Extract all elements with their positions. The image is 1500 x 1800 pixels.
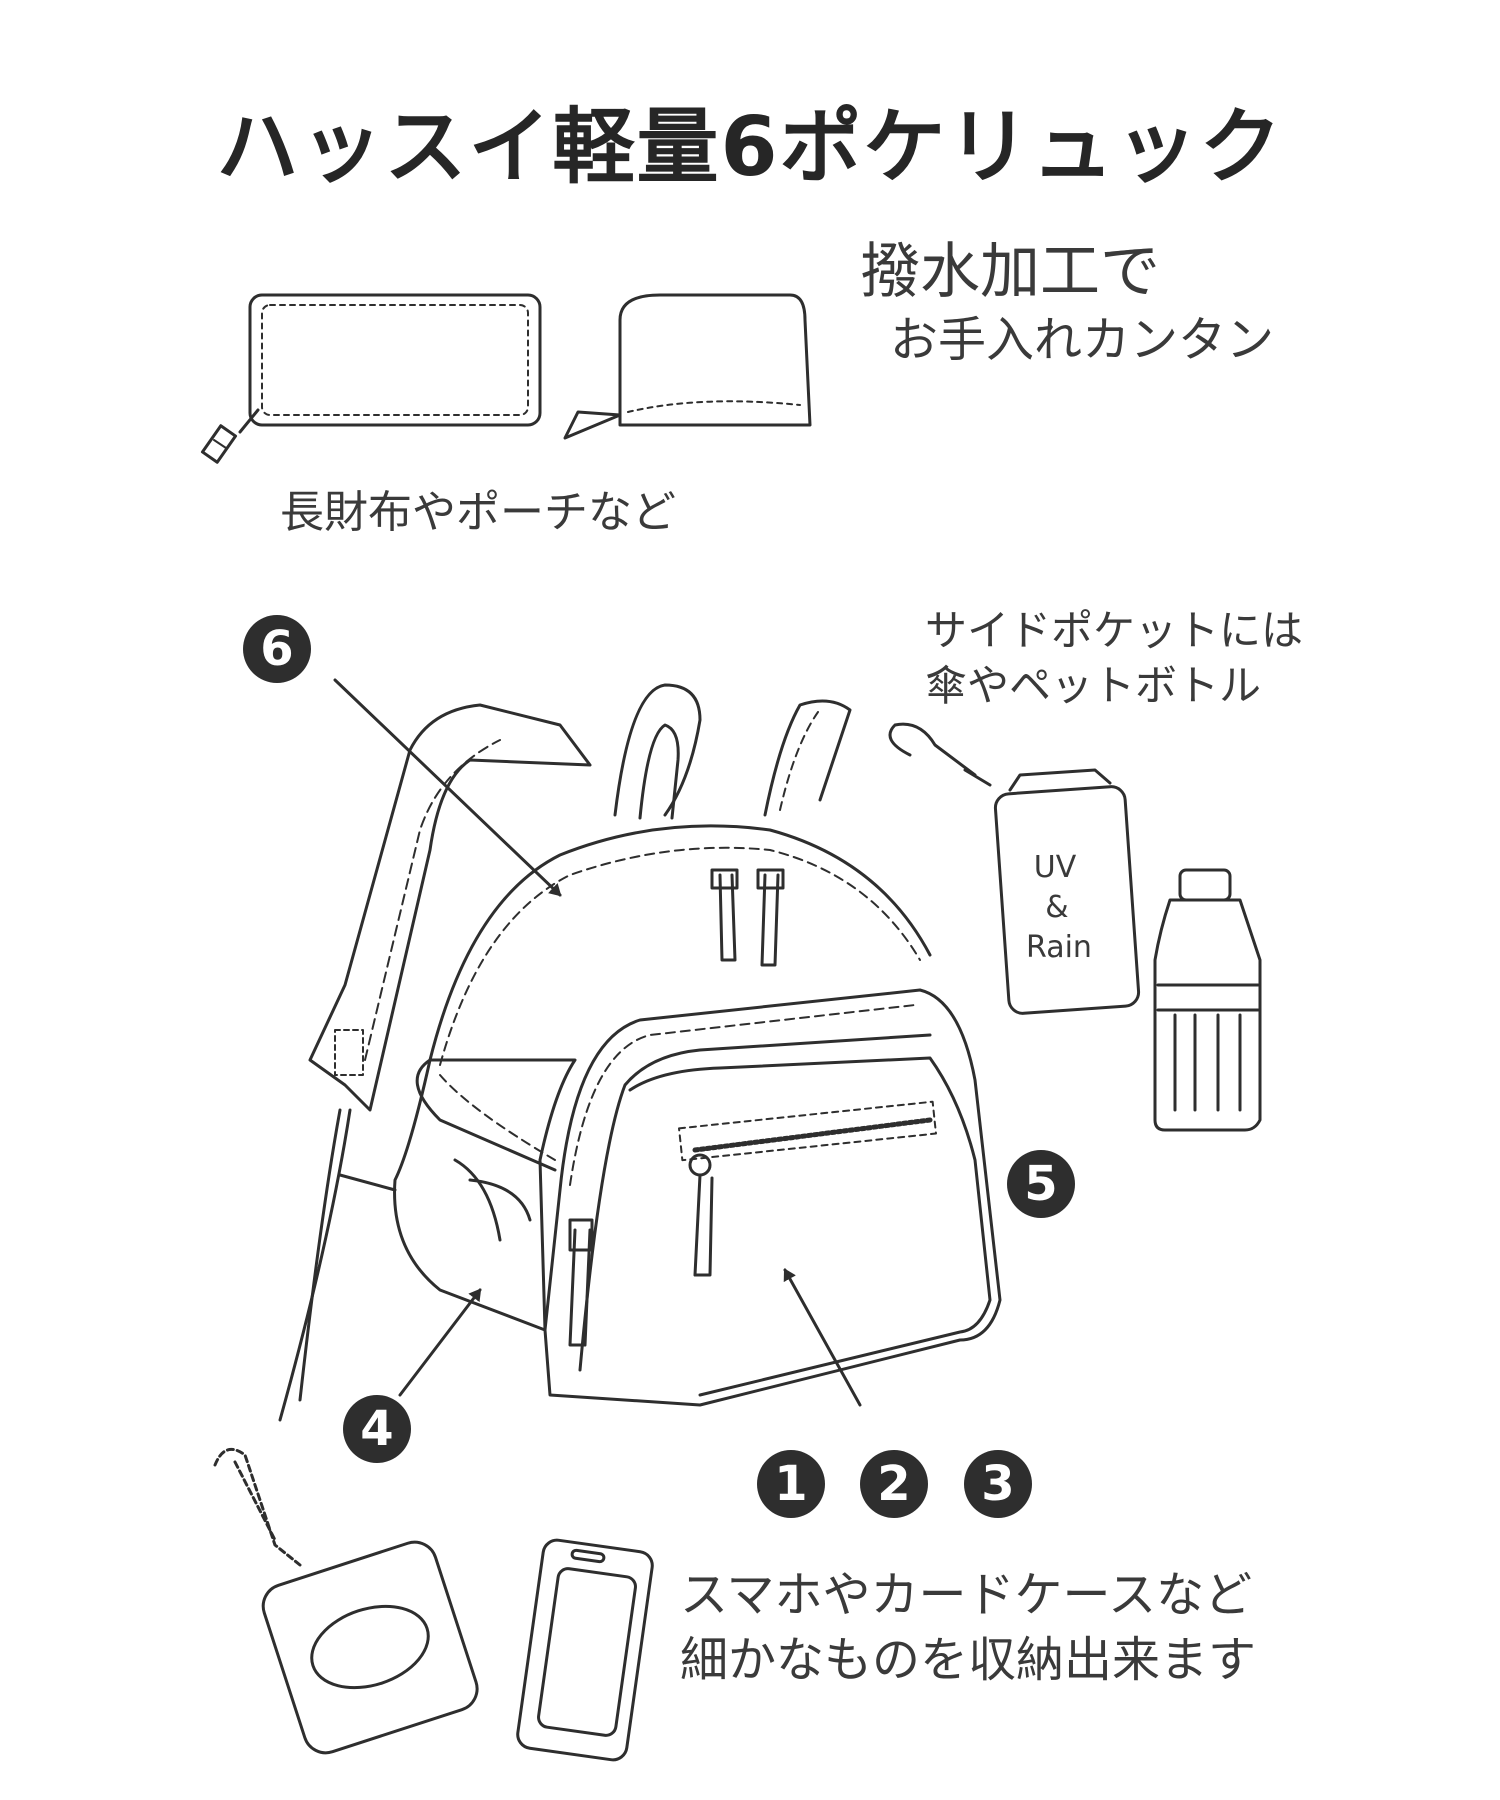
handle-icon [613, 683, 702, 817]
wallet-caption: 長財布やポーチなど [280, 487, 676, 538]
umbrella-icon [888, 722, 1141, 1015]
backpack-body-icon [393, 824, 1002, 1407]
wipes-case-icon [213, 1447, 479, 1755]
water-repellent-line1: 撥水加工で [860, 237, 1160, 307]
side-pocket-line1: サイドポケットには [925, 606, 1304, 655]
pouch-icon [563, 293, 812, 440]
phone-case-icon [516, 1538, 654, 1762]
umbrella-label-line2: & [1045, 890, 1069, 925]
arrow-6 [333, 678, 562, 897]
umbrella-label-line3: Rain [1026, 930, 1092, 965]
pocket-number-2: 2 [860, 1450, 928, 1518]
small-items-line2: 細かなものを収納出来ます [680, 1632, 1257, 1688]
page-title: ハッスイ軽量6ポケリュック [216, 100, 1284, 195]
pocket-number-6: 6 [243, 615, 311, 683]
side-pocket-line2: 傘やペットボトル [925, 661, 1262, 710]
pocket-number-3: 3 [964, 1450, 1032, 1518]
pocket-number-4: 4 [343, 1395, 411, 1463]
umbrella-label-line1: UV [1033, 850, 1077, 885]
long-wallet-icon [200, 293, 542, 464]
shoulder-strap-icon [278, 703, 592, 1422]
water-repellent-line2: お手入れカンタン [890, 312, 1275, 368]
small-items-line1: スマホやカードケースなど [680, 1567, 1253, 1623]
pocket-number-5: 5 [1007, 1150, 1075, 1218]
arrow-4 [398, 1288, 482, 1397]
pocket-number-1: 1 [757, 1450, 825, 1518]
pet-bottle-icon [1153, 868, 1262, 1132]
arrow-123 [783, 1268, 862, 1407]
